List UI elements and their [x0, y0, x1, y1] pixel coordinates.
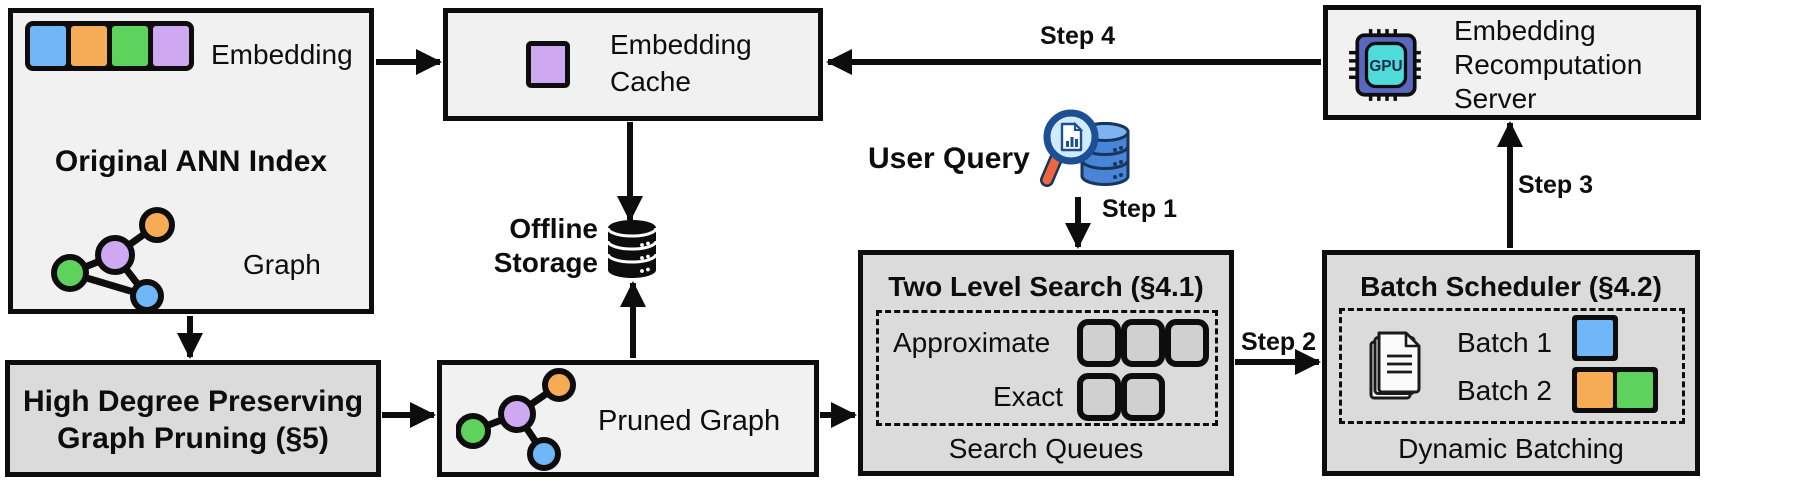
batch2-label: Batch 2 [1457, 375, 1552, 406]
documents-icon [1369, 331, 1421, 400]
embedding-cache-box: Embedding Cache [443, 8, 823, 121]
original-ann-index-box: Embedding Original ANN Index Graph [8, 8, 374, 314]
batch1-label: Batch 1 [1457, 327, 1552, 358]
batch-scheduler-title: Batch Scheduler (§4.2) [1360, 271, 1662, 302]
approximate-queue-slots [1077, 319, 1209, 367]
graph-icon [51, 207, 175, 313]
queue-slot [1121, 319, 1165, 367]
cached-embedding-icon [526, 41, 570, 88]
embedding-label: Embedding [211, 39, 353, 70]
step4-label: Step 4 [1040, 22, 1116, 50]
batch1-embedding-icon [1572, 315, 1618, 361]
user-query-label: User Query [868, 142, 1030, 175]
two-level-search-title: Two Level Search (§4.1) [888, 271, 1204, 302]
exact-queue-slots [1077, 373, 1165, 421]
offline-storage-label: Offline Storage [493, 213, 598, 278]
ann-index-title: Original ANN Index [54, 145, 328, 178]
queue-slot [1121, 373, 1165, 421]
recomputation-server-label: Embedding Recomputation Server [1454, 15, 1643, 114]
queue-slot [1165, 319, 1209, 367]
queue-slot [1077, 319, 1121, 367]
queue-slot [1077, 373, 1121, 421]
two-level-search-box: Two Level Search (§4.1) Approximate Exac… [858, 250, 1234, 476]
graph-label: Graph [243, 249, 321, 280]
dynamic-batching-caption: Dynamic Batching [1398, 433, 1624, 464]
embedding-vector-icon [25, 21, 194, 71]
graph-pruning-title: High Degree Preserving Graph Pruning (§5… [22, 385, 364, 455]
pruned-graph-box: Pruned Graph [437, 360, 819, 477]
user-query-icon [1040, 109, 1130, 187]
dynamic-batching-panel: Batch 1 Batch 2 [1339, 308, 1685, 424]
batch-scheduler-box: Batch Scheduler (§4.2) Batch 1 Batch 2 [1322, 250, 1700, 476]
pruned-graph-icon [456, 368, 576, 471]
search-queues-caption: Search Queues [948, 433, 1144, 464]
graph-pruning-box: High Degree Preserving Graph Pruning (§5… [5, 360, 381, 477]
approximate-label: Approximate [893, 327, 1051, 358]
embedding-cache-label: Embedding Cache [610, 29, 752, 97]
exact-label: Exact [993, 381, 1064, 412]
batch2-embedding-icon [1572, 367, 1658, 413]
recomputation-server-box: GPU Embedding Recomputation Server [1323, 5, 1701, 120]
step1-label: Step 1 [1102, 195, 1178, 223]
pruned-graph-label: Pruned Graph [598, 405, 781, 437]
offline-storage-database-icon [606, 220, 658, 278]
gpu-chip-icon: GPU [1349, 29, 1421, 101]
step2-label: Step 2 [1241, 328, 1317, 356]
step3-label: Step 3 [1518, 171, 1594, 199]
search-queues-panel: Approximate Exact [876, 310, 1218, 426]
svg-text:GPU: GPU [1369, 58, 1402, 75]
